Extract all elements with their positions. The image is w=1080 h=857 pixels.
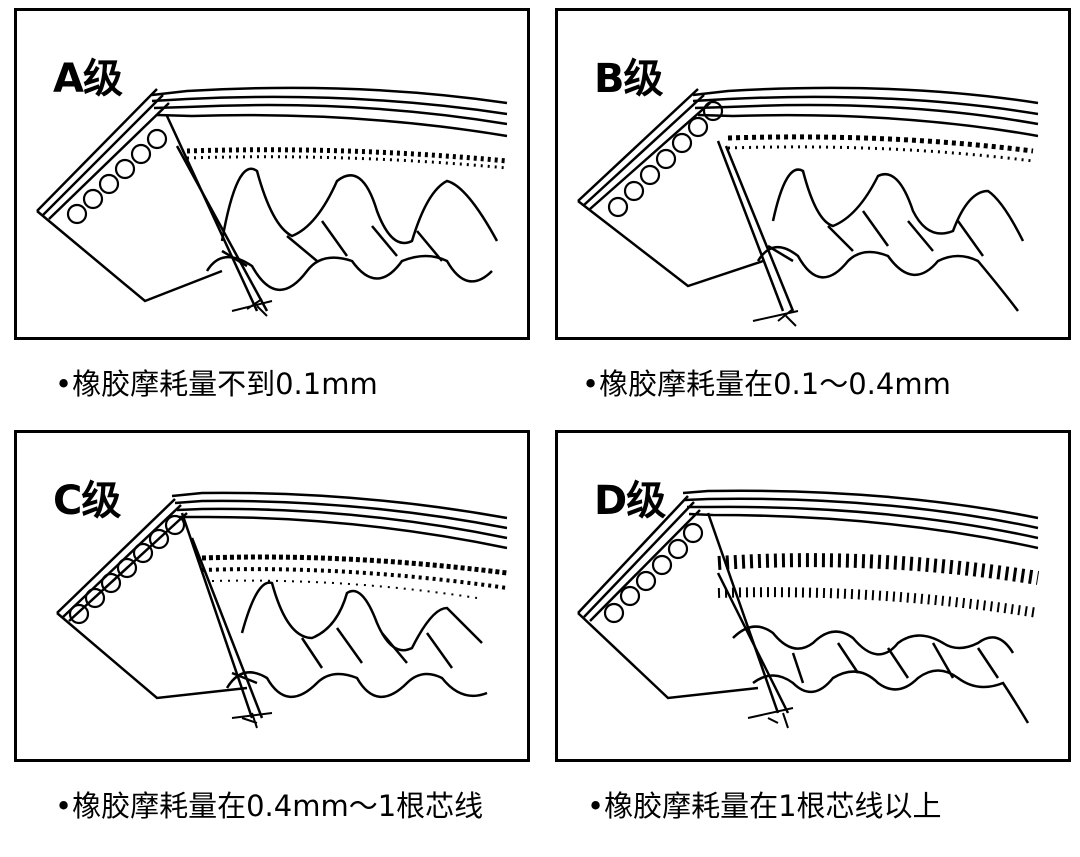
caption-grade-d: •橡胶摩耗量在1根芯线以上: [587, 789, 942, 823]
panel-grade-a: A级: [14, 8, 530, 340]
panel-grade-b: B级: [555, 8, 1071, 340]
belt-diagram-c: [56, 491, 508, 729]
caption-grade-c: •橡胶摩耗量在0.4mm～1根芯线: [55, 789, 484, 823]
grade-label-a: A级: [53, 56, 123, 102]
grade-label-c: C级: [53, 478, 121, 524]
belt-diagram-a: [36, 86, 508, 317]
caption-grade-a: •橡胶摩耗量不到0.1mm: [55, 367, 378, 401]
caption-grade-b: •橡胶摩耗量在0.1～0.4mm: [582, 367, 951, 401]
grade-label-b: B级: [594, 56, 663, 102]
grade-label-d: D级: [594, 478, 666, 524]
panel-grade-c: C级: [14, 430, 530, 762]
belt-diagram-d: [577, 489, 1040, 729]
belt-diagram-b: [577, 86, 1039, 327]
panel-grade-d: D级: [555, 430, 1071, 762]
